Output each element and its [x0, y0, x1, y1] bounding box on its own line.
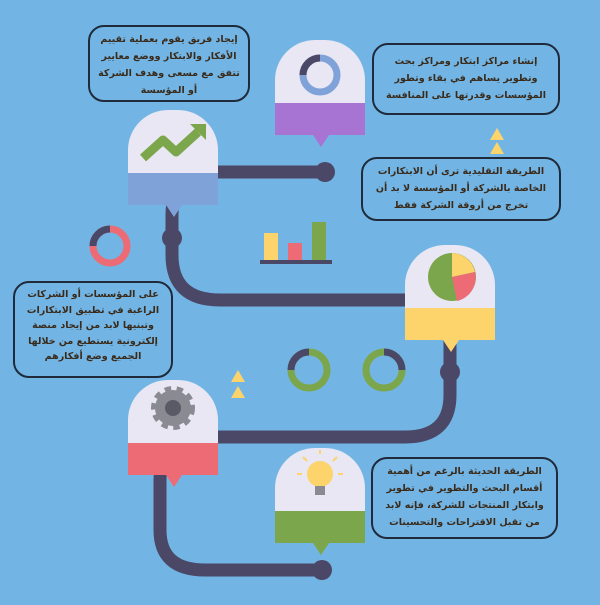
decor-triangles-1: [490, 128, 504, 154]
road-dot: [162, 228, 182, 248]
text-box-traditional: الطريقة التقليدية ترى أن الابتكارات الخا…: [361, 157, 561, 221]
donut-chart-icon: [299, 54, 341, 96]
decor-bar-chart: [260, 222, 332, 264]
text-box-team: إيجاد فريق يقوم بعملية تقييم الأفكار وال…: [88, 25, 250, 102]
text-box-modern: الطريقة الحديثة بالرغم من أهمية أقسام ال…: [371, 457, 558, 539]
card-pie: [405, 245, 495, 352]
lightbulb-icon: [297, 450, 343, 495]
road-dot: [315, 162, 335, 182]
card-bulb: [275, 448, 365, 555]
text-box-platform: على المؤسسات أو الشركات الراغبة في تطبيق…: [13, 281, 173, 378]
pie-chart-icon: [428, 253, 476, 301]
card-gear: [128, 380, 218, 487]
decor-triangles-2: [231, 370, 245, 398]
road-dot: [440, 362, 460, 382]
road-dot: [312, 560, 332, 580]
decor-donut-2: [362, 348, 406, 392]
decor-donut-1: [287, 348, 331, 392]
decor-donut-red: [89, 225, 131, 267]
card-growth: [128, 110, 218, 217]
gear-icon: [151, 386, 195, 430]
growth-arrow-icon: [139, 124, 206, 162]
text-box-centers: إنشاء مراكز ابتكار ومراكز بحث وتطوير يسا…: [372, 43, 560, 115]
card-donut: [275, 40, 365, 147]
